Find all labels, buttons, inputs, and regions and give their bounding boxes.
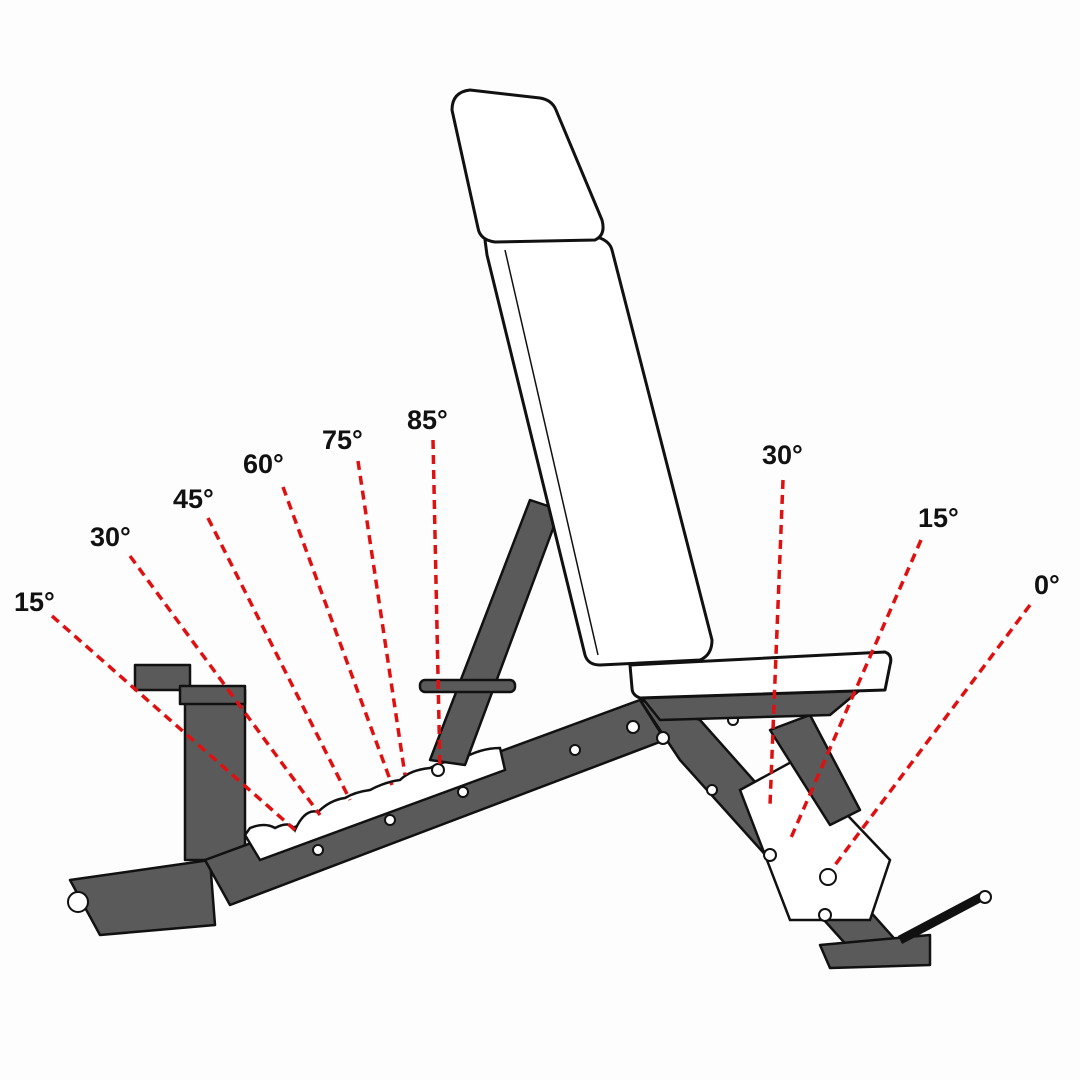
label-back-60: 60° xyxy=(243,449,284,479)
angle-line-seat-0 xyxy=(833,603,1032,867)
label-back-85: 85° xyxy=(407,405,448,435)
backrest-support xyxy=(418,498,562,767)
rear-upright xyxy=(67,663,247,937)
label-back-30: 30° xyxy=(90,522,131,552)
angle-line-back-15 xyxy=(50,614,297,832)
angle-line-seat-15 xyxy=(788,539,923,841)
angle-line-back-30 xyxy=(128,554,322,817)
seat-pad xyxy=(628,650,893,722)
label-seat-15: 15° xyxy=(918,503,959,533)
label-back-75: 75° xyxy=(322,425,363,455)
angle-lines xyxy=(50,439,1032,867)
label-back-45: 45° xyxy=(173,484,214,514)
backrest-pad xyxy=(450,88,714,667)
label-back-15: 15° xyxy=(14,587,55,617)
angle-line-seat-30 xyxy=(768,479,785,806)
angle-line-back-60 xyxy=(281,486,394,786)
angle-line-back-75 xyxy=(356,460,407,776)
seat-bracket xyxy=(569,713,892,922)
ladder-plate xyxy=(243,746,507,862)
label-seat-0: 0° xyxy=(1034,570,1060,600)
angle-line-back-45 xyxy=(206,517,352,801)
angle-line-back-85 xyxy=(431,439,442,771)
angle-labels: 15° 30° 45° 60° 75° 85° 30° 15° 0° xyxy=(14,405,1060,617)
label-seat-30: 30° xyxy=(762,440,803,470)
